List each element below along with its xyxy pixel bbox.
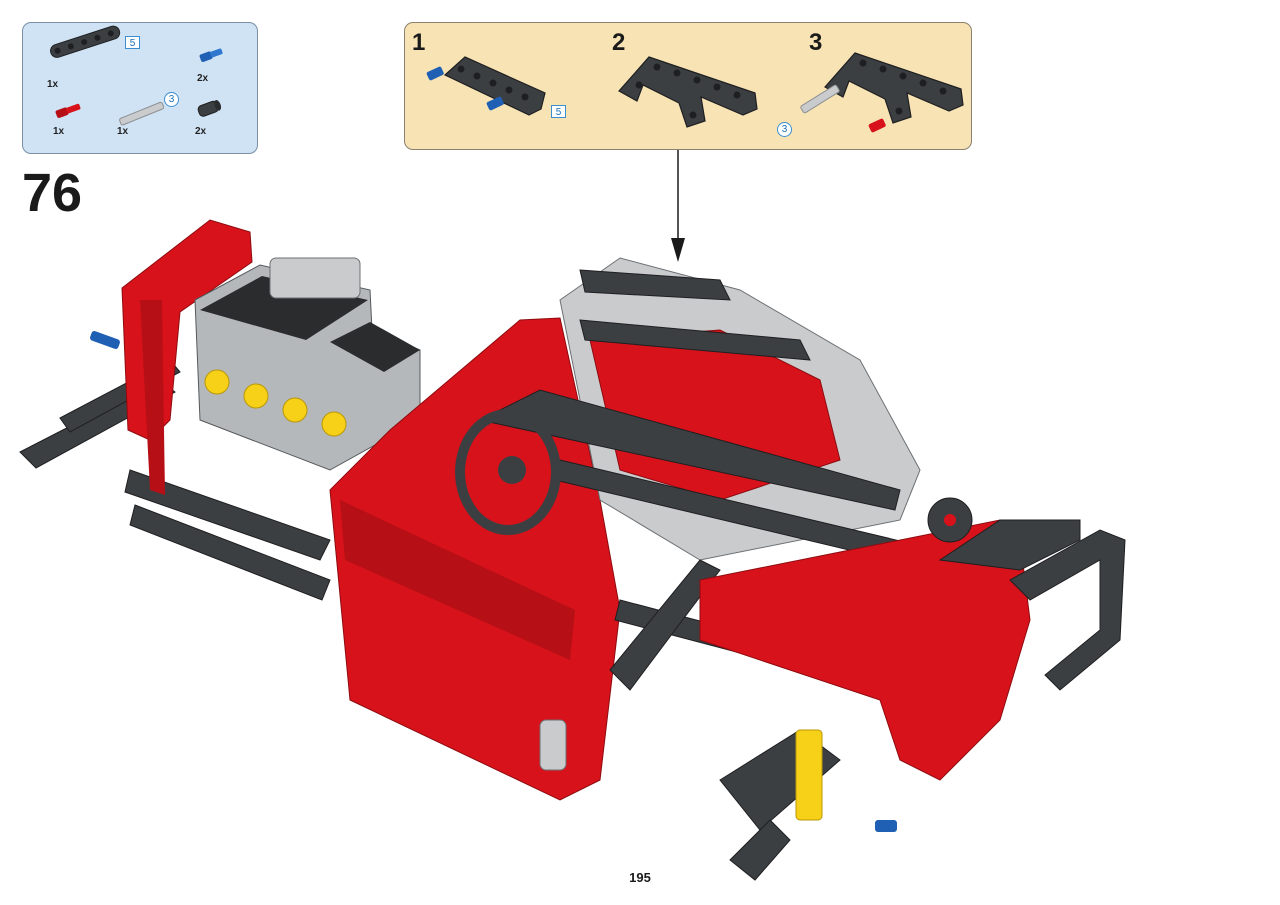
parts-list: 5 1x 2x 1x 3 1x 2x bbox=[22, 22, 258, 154]
front-suspension bbox=[539, 719, 897, 881]
sub-assembly-illustrations bbox=[426, 52, 964, 133]
steering-wheel bbox=[455, 409, 561, 535]
red-axle-pin-icon bbox=[55, 103, 81, 118]
central-chassis bbox=[478, 257, 1001, 721]
part-qty: 1x bbox=[47, 79, 59, 90]
page-number: 195 bbox=[629, 870, 651, 885]
part-qty: 2x bbox=[195, 126, 207, 137]
beam-length-label: 5 bbox=[125, 36, 140, 49]
axle-length-label: 3 bbox=[777, 122, 792, 137]
part-qty: 2x bbox=[197, 73, 209, 84]
rear-chassis-beams bbox=[19, 331, 331, 601]
red-body-panel bbox=[329, 317, 621, 801]
beam-with-blue-pins-icon bbox=[426, 56, 546, 116]
part-qty: 1x bbox=[53, 126, 65, 137]
step-number: 76 bbox=[22, 163, 83, 223]
sub-step-label: 3 bbox=[809, 29, 823, 56]
parts-illustrations bbox=[50, 25, 223, 126]
dark-gray-connector-icon bbox=[197, 100, 222, 117]
sub-step-label: 1 bbox=[412, 29, 426, 56]
angled-frame-icon bbox=[618, 56, 758, 128]
dark-gray-beam-icon bbox=[50, 25, 121, 58]
beam-length-label: 5 bbox=[551, 105, 566, 118]
red-rear-frame bbox=[121, 219, 253, 495]
light-gray-axle-icon bbox=[119, 101, 165, 126]
front-red-frame bbox=[699, 497, 1126, 781]
sub-assembly-callout: 1 5 2 3 3 bbox=[404, 22, 972, 150]
blue-axle-pin-icon bbox=[199, 48, 223, 62]
frame-with-axle-icon bbox=[800, 52, 964, 133]
sub-step-label: 2 bbox=[612, 29, 626, 56]
part-qty: 1x bbox=[117, 126, 129, 137]
engine-block bbox=[194, 257, 421, 471]
axle-length-label: 3 bbox=[164, 92, 179, 107]
